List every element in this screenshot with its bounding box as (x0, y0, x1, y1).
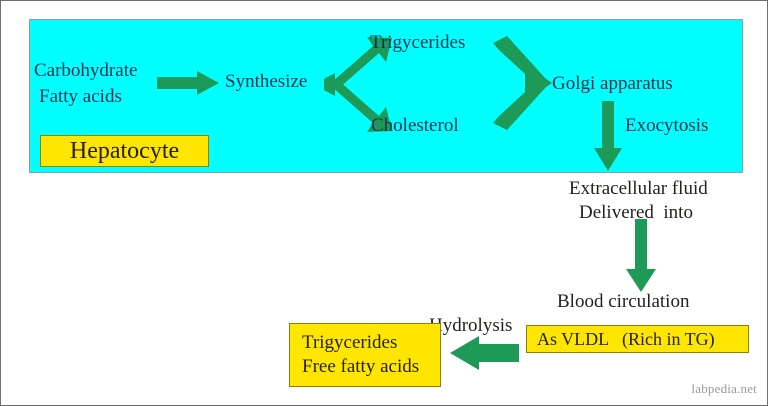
cell-export-exocytosis: Exocytosis (625, 115, 709, 136)
arrow-vldl-hydrolysis (450, 336, 519, 370)
hydrolysis-products-box: Trigycerides Free fatty acids (289, 323, 441, 387)
watermark: labpedia.net (691, 381, 757, 396)
hepatocyte-name-box: Hepatocyte (40, 135, 209, 167)
vldl-label: As VLDL (Rich in TG) (537, 328, 715, 349)
cell-product-cholesterol: Cholesterol (371, 115, 459, 136)
extracellular-fluid-line-2: Delivered into (579, 202, 693, 223)
cell-organelle-golgi: Golgi apparatus (552, 73, 673, 94)
arrow-delivery-to-blood (626, 219, 656, 292)
vldl-box: As VLDL (Rich in TG) (526, 325, 749, 353)
hydrolysis-product-line-2: Free fatty acids (302, 356, 420, 377)
cell-input-line-1: Carbohydrate (34, 60, 138, 81)
hydrolysis-product-line-1: Trigycerides (302, 332, 398, 354)
hydrolysis-label: Hydrolysis (429, 315, 513, 336)
extracellular-fluid-line-1: Extracellular fluid (569, 178, 708, 199)
cell-input-line-2: Fatty acids (39, 86, 122, 107)
cell-product-triglycerides: Trigycerides (370, 32, 466, 53)
blood-circulation-label: Blood circulation (557, 291, 690, 312)
cell-process-synthesize: Synthesize (225, 71, 308, 92)
hepatocyte-name-label: Hepatocyte (69, 138, 180, 164)
